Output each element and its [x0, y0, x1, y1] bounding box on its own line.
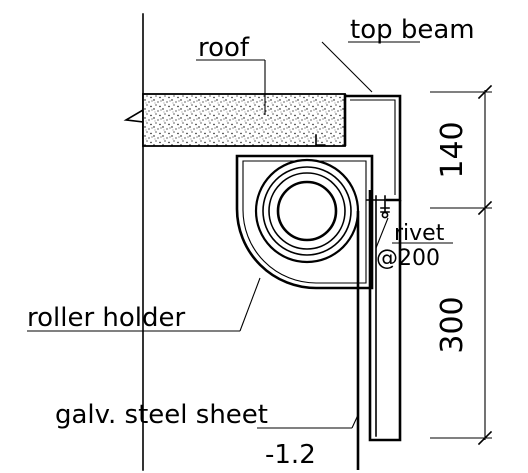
- break-line: [123, 108, 145, 139]
- roller-ring-2: [268, 172, 346, 250]
- sheet-leader: [351, 414, 359, 429]
- top-beam-leader: [321, 41, 373, 93]
- sheet-thickness-label: -1.2: [265, 440, 316, 470]
- top-beam-channel: [343, 94, 402, 202]
- roller-ring-1: [262, 166, 352, 256]
- roller-axle: [276, 180, 338, 242]
- roller-holder-inner: [242, 160, 367, 284]
- top-beam-inner: [350, 99, 396, 195]
- roller-holder-label: roller holder: [27, 303, 186, 333]
- roller-holder-leader: [239, 277, 261, 332]
- rivet-head: [381, 211, 389, 219]
- roof-label: roof: [198, 33, 250, 63]
- top-beam-label: top beam: [350, 15, 475, 45]
- dim-tick-top: [477, 84, 493, 100]
- dimension-140: 140: [435, 121, 470, 178]
- sheet-label: galv. steel sheet: [55, 400, 268, 430]
- roller-holder-box: [235, 154, 374, 290]
- dim-tick-bottom: [477, 430, 493, 446]
- roof-slab: [142, 93, 346, 147]
- dim-tick-mid: [477, 200, 493, 216]
- roof-fastener: [315, 134, 325, 146]
- rivet-leader: [375, 217, 389, 249]
- rivet-symbol: [366, 195, 391, 213]
- rivet-spacing-label: @200: [376, 246, 440, 271]
- dimension-300: 300: [435, 296, 470, 353]
- rivet-label: rivet: [394, 221, 445, 246]
- sheet-guide: [368, 190, 402, 442]
- roller-outer: [254, 158, 360, 264]
